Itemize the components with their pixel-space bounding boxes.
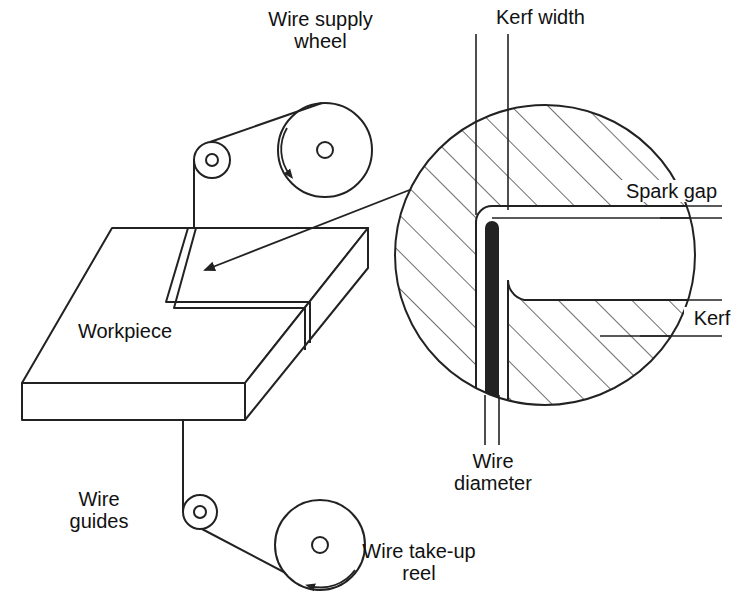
part-label: Wire guides [60, 488, 138, 532]
part-label: Workpiece [70, 320, 180, 342]
part-label: Wire supply wheel [258, 8, 383, 52]
dimension-label: Kerf width [496, 6, 606, 28]
dimension-label: Wire diameter [447, 450, 539, 494]
detail-view [390, 34, 722, 445]
part-label: Spark gap [617, 180, 726, 202]
workpiece-block [22, 228, 368, 420]
part-label: Kerf [684, 307, 740, 329]
part-label: Wire take-up reel [360, 540, 478, 584]
